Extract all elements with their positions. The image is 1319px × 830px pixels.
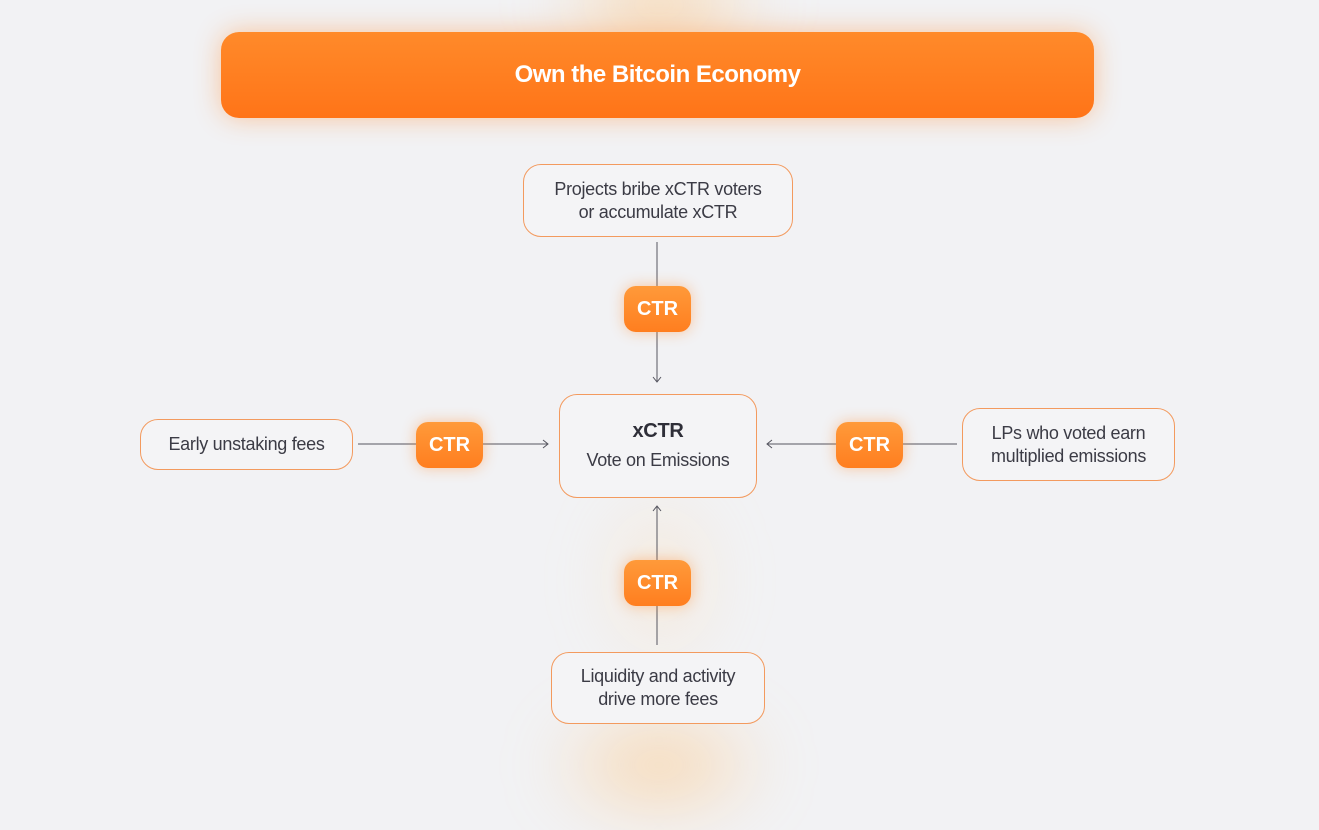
source-node-projects: Projects bribe xCTR voters or accumulate…	[523, 164, 793, 237]
arrowhead-top	[652, 376, 662, 383]
ctr-token-top: CTR	[624, 286, 691, 332]
source-node-unstaking-fees: Early unstaking fees	[140, 419, 353, 470]
center-subtitle: Vote on Emissions	[586, 450, 730, 470]
arrowhead-left	[542, 439, 549, 449]
source-right-line2: multiplied emissions	[990, 445, 1147, 466]
source-bottom-line2: drive more fees	[598, 689, 718, 709]
ctr-token-left: CTR	[416, 422, 483, 468]
source-top-line2: or accumulate xCTR	[578, 201, 738, 222]
ctr-token-right: CTR	[836, 422, 903, 468]
source-left-line1: Early unstaking fees	[168, 434, 325, 454]
source-top-line1: Projects bribe xCTR voters	[554, 178, 762, 199]
center-node-xctr: xCTR Vote on Emissions	[559, 394, 757, 498]
arrowhead-bottom	[652, 505, 662, 512]
source-right-line1: LPs who voted earn	[991, 422, 1146, 443]
title-banner: Own the Bitcoin Economy	[221, 32, 1094, 118]
source-node-liquidity: Liquidity and activity drive more fees	[551, 652, 765, 724]
source-node-lp-emissions: LPs who voted earn multiplied emissions	[962, 408, 1175, 481]
center-title: xCTR	[632, 420, 684, 442]
ctr-token-bottom: CTR	[624, 560, 691, 606]
connector-lines	[358, 242, 957, 645]
banner-title: Own the Bitcoin Economy	[514, 61, 801, 88]
source-bottom-line1: Liquidity and activity	[580, 666, 736, 686]
arrowhead-right	[766, 439, 773, 449]
